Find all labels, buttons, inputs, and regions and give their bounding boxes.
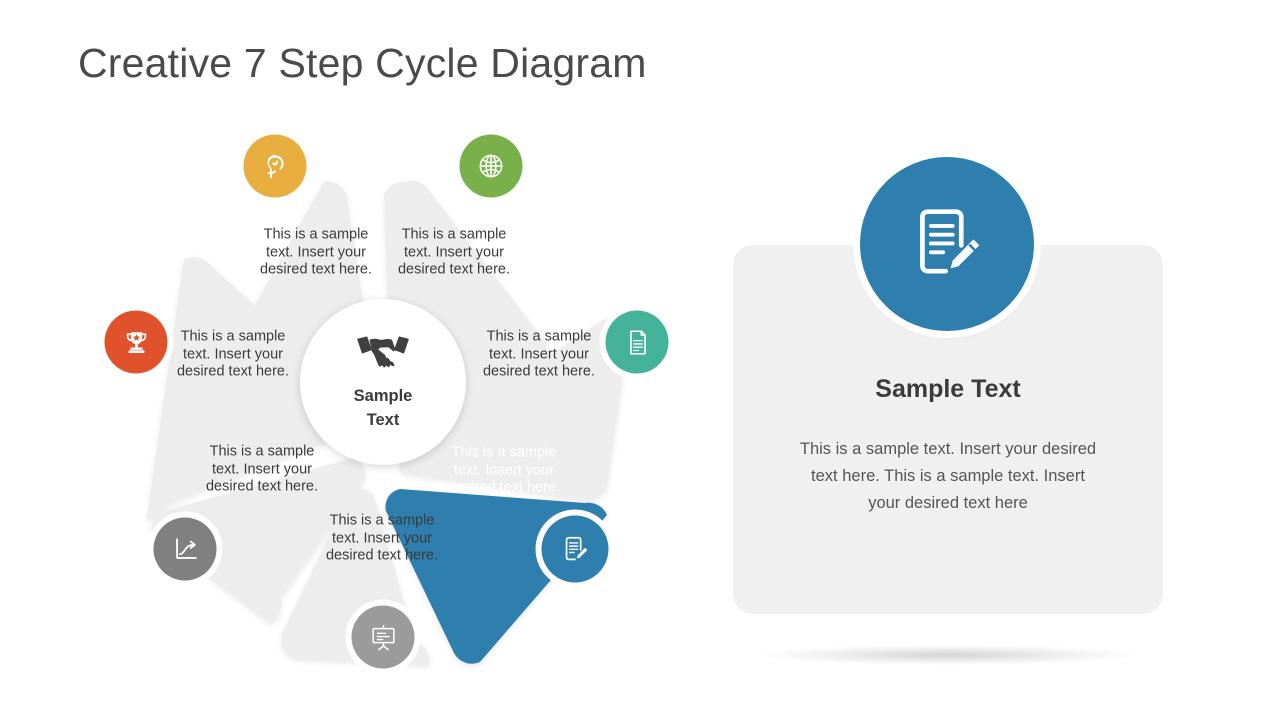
cycle-center-label-line2: Text: [366, 410, 400, 429]
wheel-segment-5-icon-circle[interactable]: [351, 605, 415, 669]
wheel-segment-3[interactable]: [399, 318, 629, 500]
cycle-center-hub[interactable]: Sample Text: [300, 299, 466, 465]
detail-panel-body: This is a sample text. Insert your desir…: [799, 440, 1097, 512]
trophy-icon: [126, 331, 146, 353]
wheel-segment-2-icon-circle[interactable]: [459, 134, 523, 198]
detail-panel-icon-circle[interactable]: [860, 157, 1034, 331]
detail-panel-shadow: [760, 645, 1136, 665]
document-icon: [629, 329, 646, 355]
detail-panel-heading: Sample Text: [875, 375, 1021, 403]
cycle-diagram: This is a sample text. Insert your desir…: [88, 120, 688, 690]
wheel-segment-7[interactable]: [147, 257, 367, 519]
wheel-segment-6-icon-circle[interactable]: [153, 517, 217, 581]
page-title: Creative 7 Step Cycle Diagram: [78, 40, 647, 86]
wheel-segment-7-icon-circle[interactable]: [104, 310, 168, 374]
document-edit-icon: [565, 536, 587, 560]
globe-icon: [479, 154, 503, 178]
cycle-center-label: Sample Text: [354, 384, 413, 432]
wheel-segment-3-icon-circle[interactable]: [605, 310, 669, 374]
cycle-center-label-line1: Sample: [353, 386, 413, 405]
wheel-segment-6[interactable]: [151, 458, 365, 623]
handshake-icon: [355, 333, 411, 374]
growth-chart-icon: [175, 537, 197, 559]
wheel-segment-4-icon-circle[interactable]: [541, 515, 609, 583]
presentation-board-icon: [371, 624, 395, 650]
wheel-segment-1-icon-circle[interactable]: [243, 134, 307, 198]
document-edit-icon: [920, 209, 980, 274]
brain-head-icon: [266, 154, 284, 178]
